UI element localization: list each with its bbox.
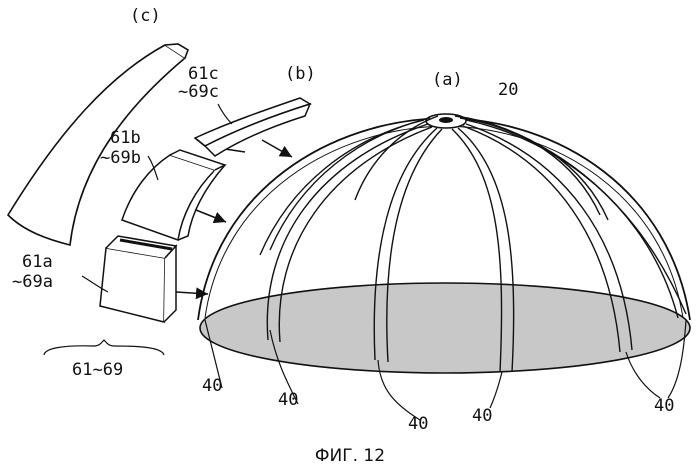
label-panel-c: (c) — [130, 8, 161, 25]
label-panel-b: (b) — [285, 66, 316, 83]
label-61a: 61a — [22, 254, 53, 271]
label-40: 40 — [278, 392, 298, 409]
label-ref-20: 20 — [498, 82, 518, 99]
label-69c: ~69c — [178, 84, 219, 101]
label-40: 40 — [472, 408, 492, 425]
label-40: 40 — [408, 416, 428, 433]
label-61b: 61b — [110, 130, 141, 147]
panel-61c — [195, 98, 310, 156]
panel-61a — [100, 236, 176, 322]
label-69b: ~69b — [100, 150, 141, 167]
figure-caption: ФИГ. 12 — [0, 446, 700, 466]
label-group-61-69: 61~69 — [72, 362, 123, 379]
label-61c: 61c — [188, 66, 219, 83]
label-dome-a: (a) — [432, 72, 463, 89]
label-40: 40 — [202, 378, 222, 395]
label-40: 40 — [654, 398, 674, 415]
label-69a: ~69a — [12, 274, 53, 291]
